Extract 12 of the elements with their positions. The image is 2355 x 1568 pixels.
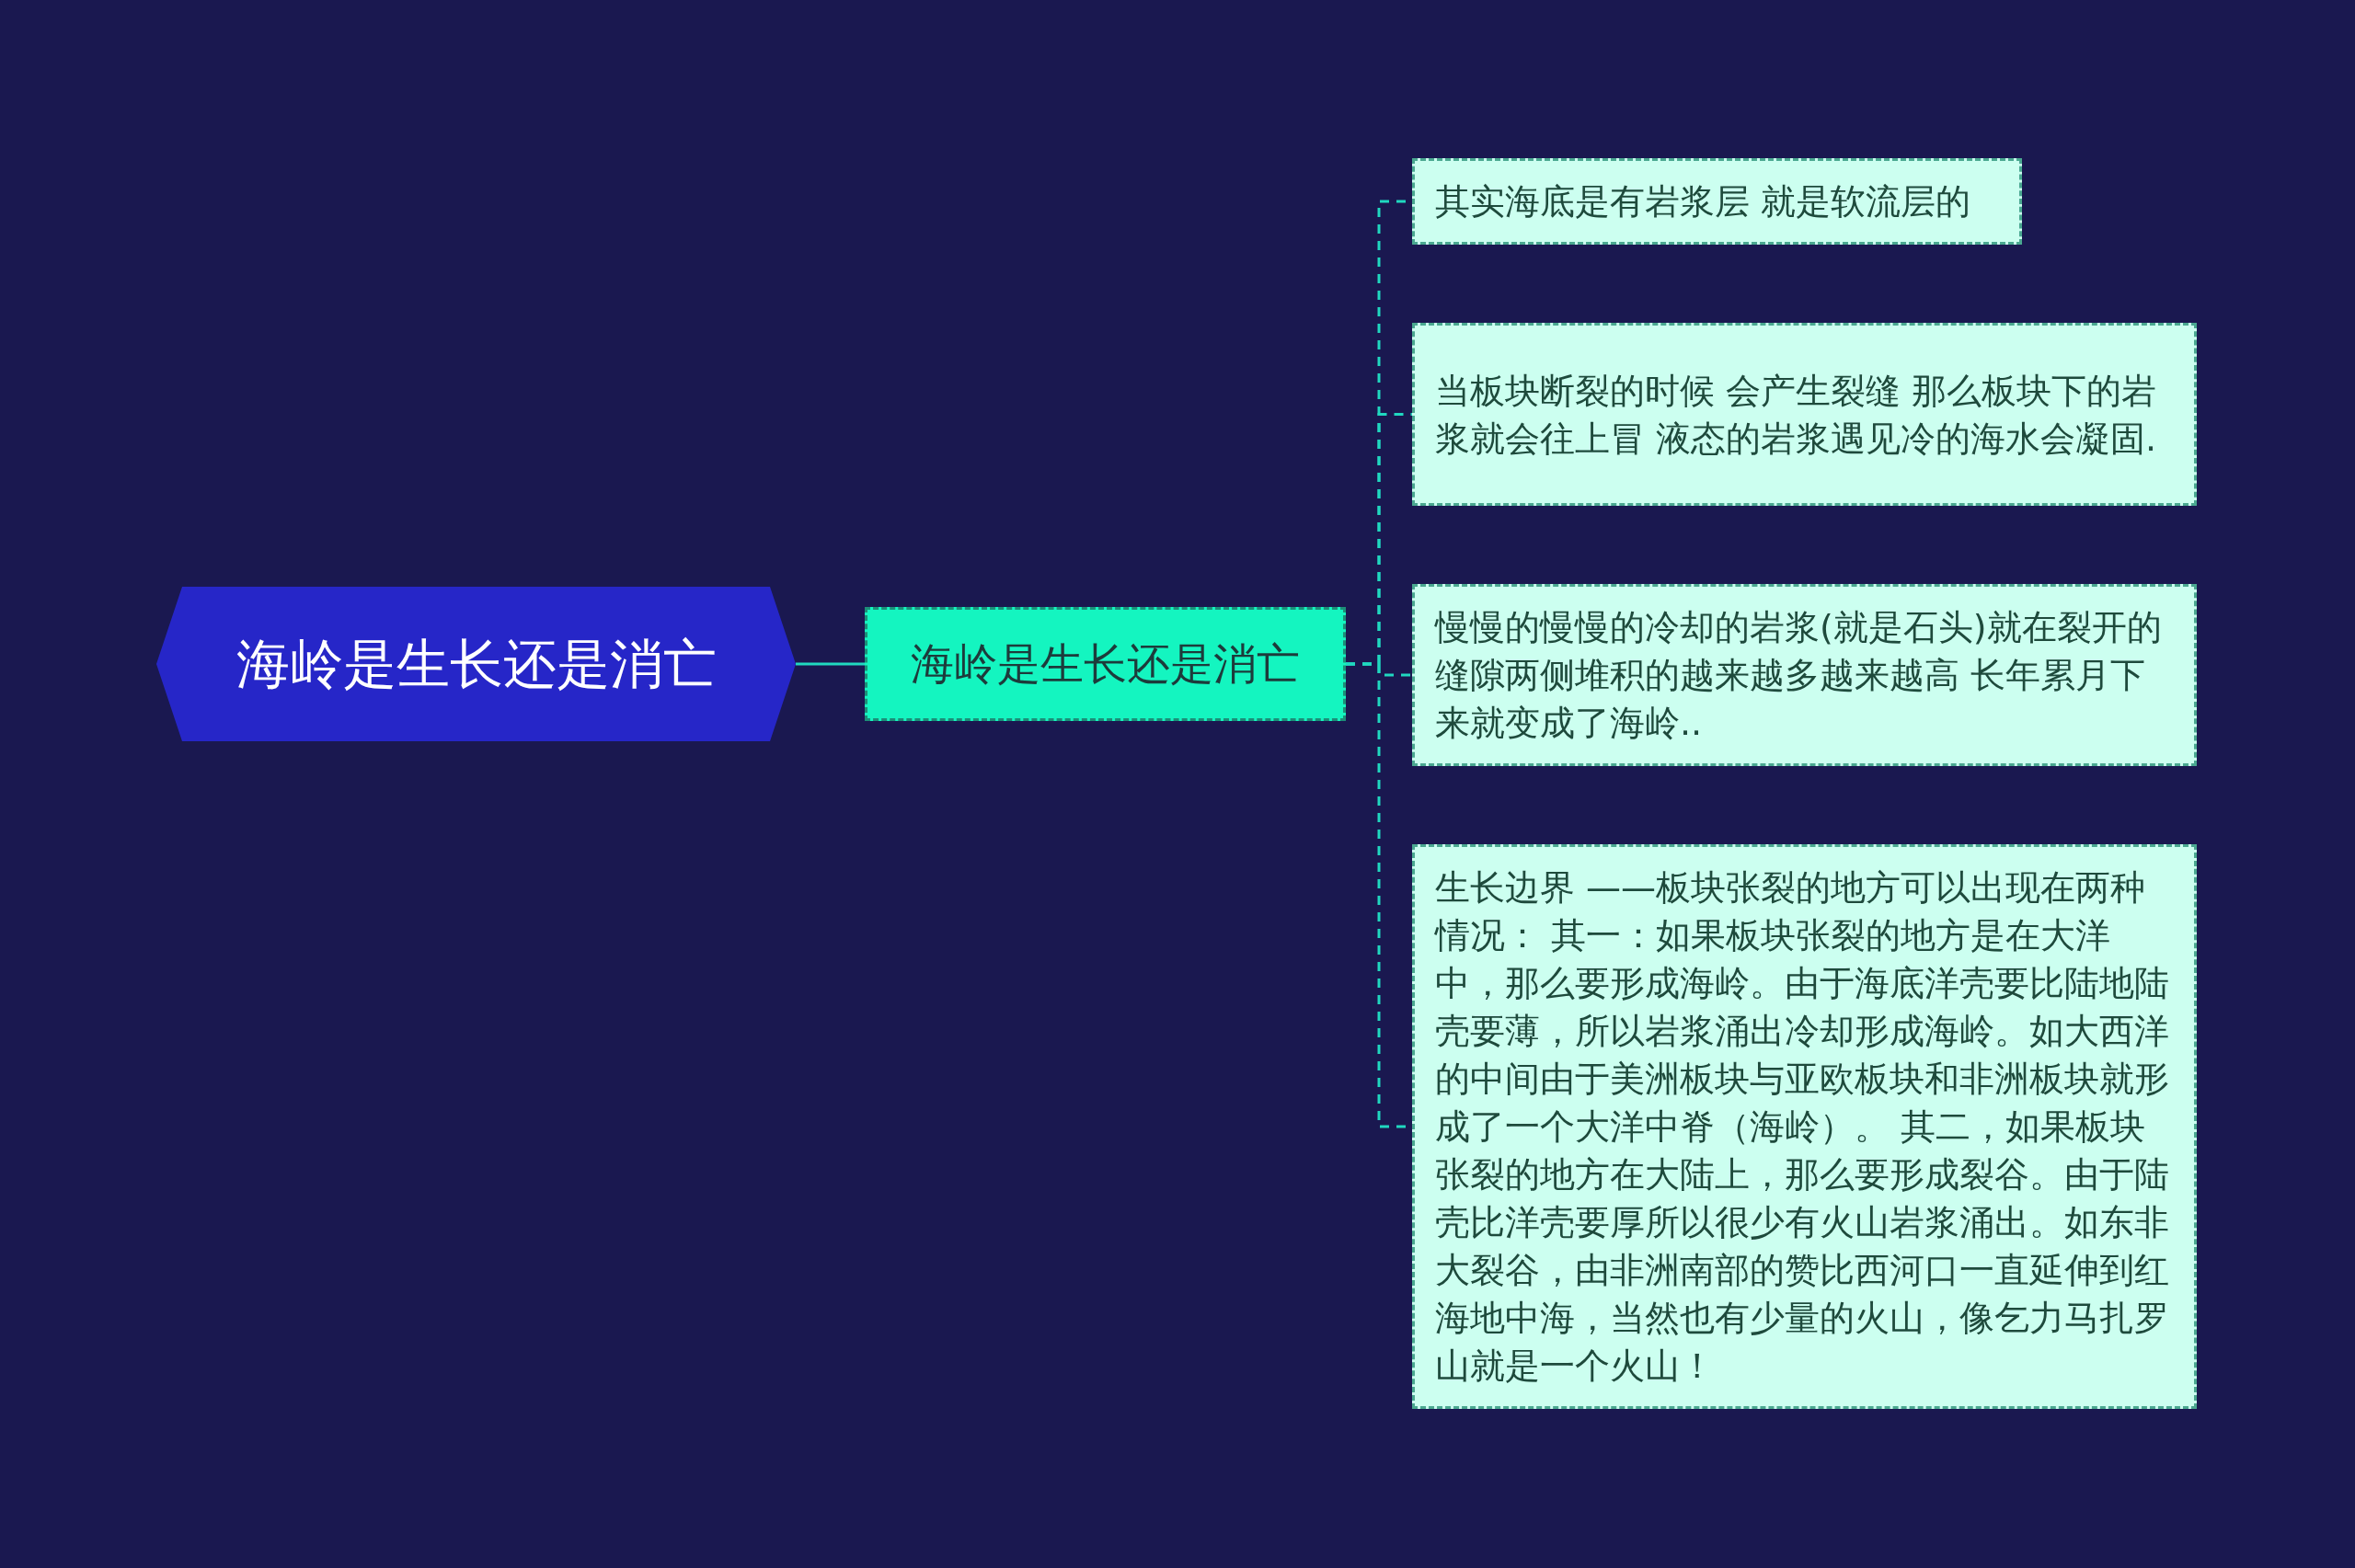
- node-text: 当板块断裂的时候 会产生裂缝 那么板块下的岩浆就会往上冒 液态的岩浆遇见冷的海水会凝固.: [1435, 369, 2158, 461]
- topic-hexagon: [156, 587, 796, 741]
- node-text: 生长边界 ——板块张裂的地方可以出现在两种情况： 其一：如果板块张裂的地方是在大洋中，那么要形成海岭。由于海底洋壳要比陆地陆壳要薄，所以岩浆涌出冷却形成海岭。如大西洋的中间由于美洲板块与亚欧板块和非洲板块就形成了一个大洋中脊（海岭）。 其二，如果板块张裂的地方在大陆上，那么要形成裂谷。由于陆壳比洋壳要厚所以很少有火山岩浆涌出。如东非大裂谷，由非洲南部的赞比西河口一直延伸到红海地中海，当然也有少量的火山，像乞力马扎罗山就是一个火山！: [1435, 866, 2170, 1388]
- note-box: [1412, 323, 2197, 506]
- note-box: [1412, 584, 2197, 766]
- node-text: 慢慢的慢慢的冷却的岩浆(就是石头)就在裂开的缝隙两侧堆积的越来越多越来越高 长年累月下来就变成了海岭..: [1435, 606, 2163, 745]
- node-text: 其实海底是有岩浆层 就是软流层的: [1435, 180, 1971, 223]
- note-box: [1412, 158, 2022, 245]
- connector-line: [796, 662, 865, 666]
- node-text: 海岭是生长还是消亡: [911, 636, 1300, 691]
- node-text: 海岭是生长还是消亡: [236, 631, 717, 697]
- subtopic-box: [865, 607, 1346, 721]
